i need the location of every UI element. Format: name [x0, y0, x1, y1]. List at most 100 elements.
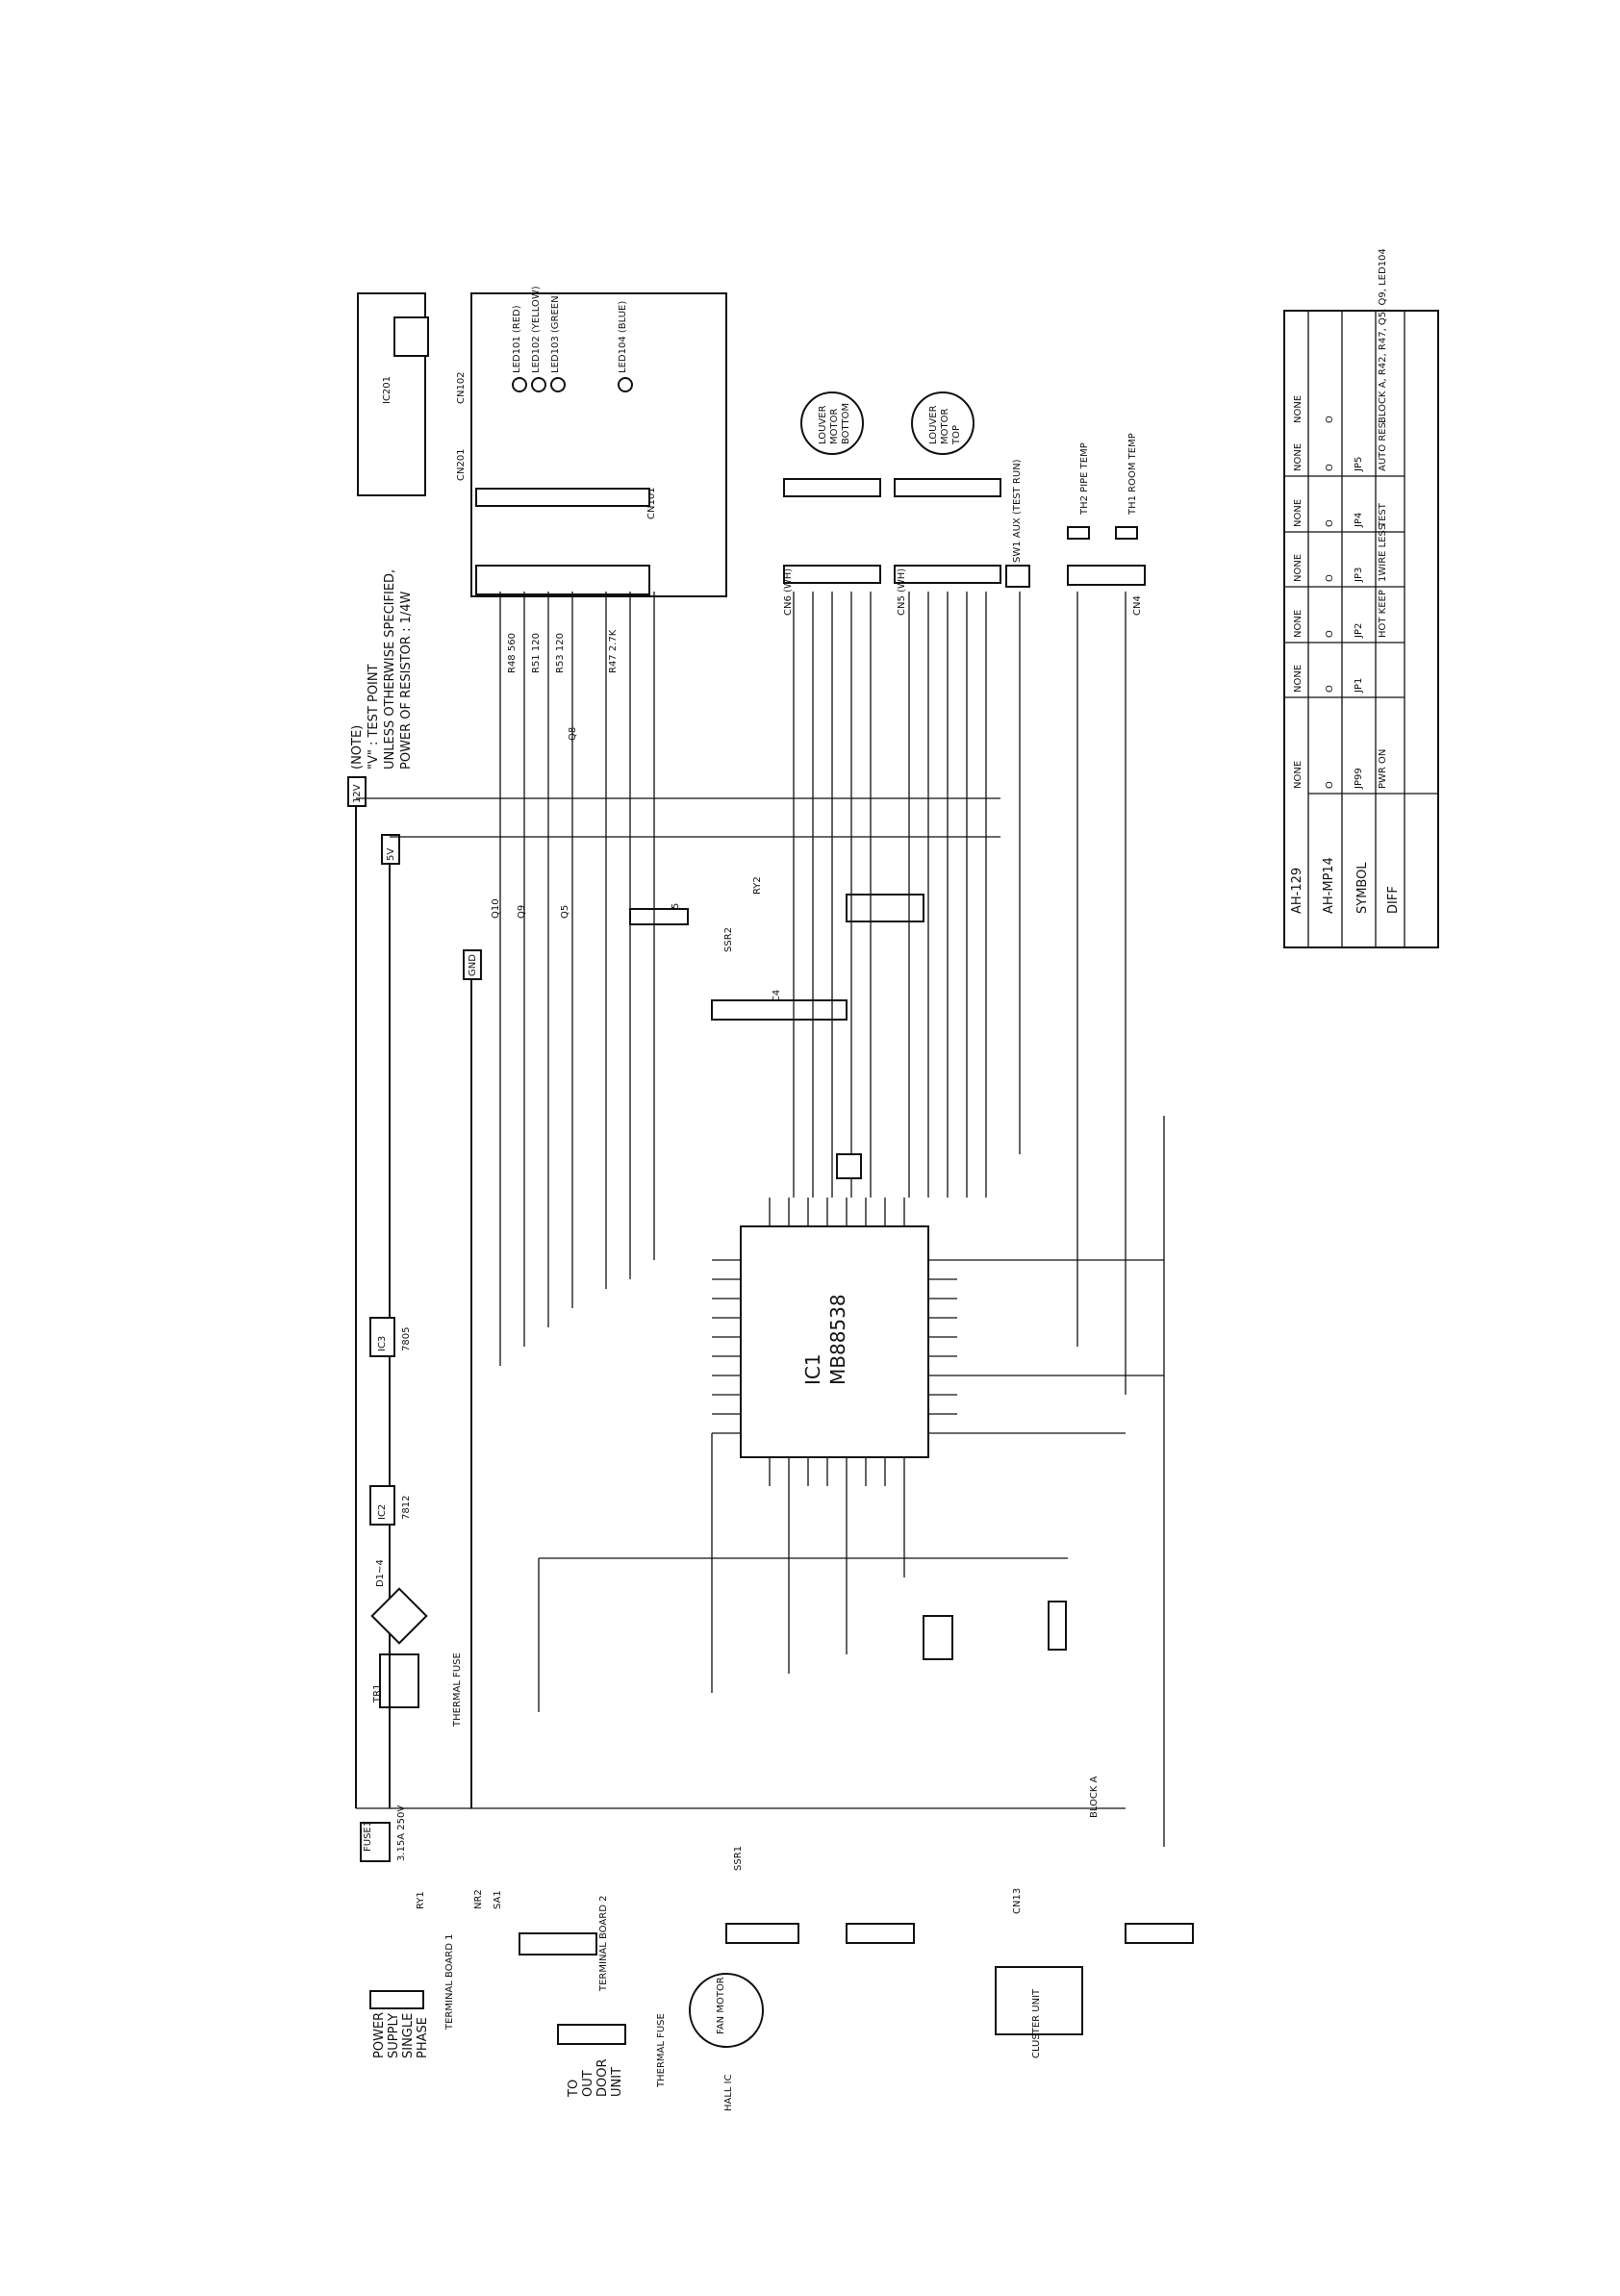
power-supply-label: SINGLE [401, 2013, 416, 2058]
table-o-b: O [1325, 416, 1335, 423]
notes-line: POWER OF RESISTOR : 1/4W [399, 591, 414, 770]
table-col: NONE O JP2 HOT KEEP [1293, 590, 1388, 639]
dip-switch [846, 894, 924, 922]
ic1-ref: IC1 [801, 1353, 824, 1385]
led-drivers: R48 560 R51 120 R53 120 R47 2.7K Q8 Q10 … [491, 629, 924, 1021]
ic1-part: MB88538 [826, 1294, 849, 1385]
sensor-group: SW1 AUX (TEST RUN) TH2 PIPE TEMP TH1 ROO… [1005, 433, 1146, 616]
cell: NONE [1293, 761, 1304, 789]
switch-label: SA1 [493, 1890, 503, 1909]
cell: HOT KEEP [1378, 590, 1388, 638]
table-diff-label: DIFF [1386, 886, 1401, 914]
table-diff-items: BLOCK A, R42, R47, Q5, Q9, LED104 [1378, 248, 1388, 423]
aux-switch-icon [1005, 565, 1030, 588]
rail-gnd-label: GND [468, 954, 478, 976]
fan-motor-icon [689, 1973, 764, 2048]
fuse-label: FUSE1 [363, 1821, 373, 1852]
oscillator-body [1048, 1601, 1067, 1651]
reg-a-ref: IC2 [377, 1504, 388, 1520]
resistor-label: R48 560 [507, 633, 518, 673]
thermistor-icon [1115, 526, 1138, 540]
led-icon [618, 377, 633, 392]
rail-5v-label: 5V [386, 848, 396, 861]
power-supply-label: POWER [372, 2012, 387, 2058]
regulators: IC2 7812 IC3 7805 [369, 1317, 412, 1526]
notes-line: "V" : TEST POINT [367, 664, 381, 770]
receiver-board-outline [357, 292, 426, 496]
cluster-unit-icon [995, 1966, 1083, 2035]
power-supply-label: PHASE [416, 2017, 430, 2058]
cell: JP3 [1354, 568, 1364, 583]
cell: O [1325, 685, 1335, 693]
cell: O [1325, 464, 1335, 471]
signal-bus [356, 592, 1165, 1847]
louver-motor-bottom: LOUVER MOTOR BOTTOM CN6 (WH) [783, 391, 881, 616]
aux-ics [836, 1153, 1067, 1660]
receiver-conn-label: CN201 [456, 448, 467, 481]
cell: PWR ON [1378, 749, 1388, 789]
th1-label: TH1 ROOM TEMP [1127, 433, 1138, 516]
regulator-7812 [369, 1485, 395, 1526]
motor-icon [800, 391, 864, 455]
cell: JP99 [1354, 768, 1364, 790]
cluster-section: CLUSTER UNIT CN13 BLOCK A [995, 1776, 1194, 2058]
fan-motor-label: FAN MOTOR [716, 1977, 726, 2034]
cell: NONE [1293, 665, 1304, 693]
table-col: NONE O JP3 1WIRE LESS [1293, 524, 1388, 583]
reg-a-part: 7812 [401, 1496, 412, 1520]
table-col: NONE O JP5 AUTO RES. [1293, 419, 1388, 472]
reg-b-part: 7805 [401, 1327, 412, 1351]
th2-label: TH2 PIPE TEMP [1079, 442, 1090, 516]
crystal-body [836, 1153, 862, 1179]
cell: JP2 [1354, 623, 1364, 639]
motor-icon [911, 391, 975, 455]
ic4-body [711, 999, 848, 1021]
cn102-label: CN102 [456, 371, 467, 404]
cell: O [1325, 574, 1335, 582]
rectifier-transformer: D1~4 TR1 THERMAL FUSE [370, 1559, 463, 1728]
power-input: POWER SUPPLY SINGLE PHASE TERMINAL BOARD… [360, 1805, 626, 2098]
options-table: AH-129 AH-MP14 SYMBOL DIFF NONE O JP99 P… [1283, 248, 1439, 948]
louver-motor-top: LOUVER MOTOR TOP CN5 (WH) [894, 391, 1001, 616]
display-conn-label: CN101 [646, 487, 657, 519]
terminal-board-2 [557, 2024, 626, 2045]
display-leds: LED101 (RED) LED102 (YELLOW) LED103 (GRE… [512, 286, 633, 392]
transistor-label: Q5 [560, 905, 570, 919]
louver-label: BOTTOM [841, 403, 851, 444]
hall-ic-label: HALL IC [723, 2074, 734, 2111]
louver-conn: CN6 (WH) [783, 568, 794, 616]
relay-label: RY2 [752, 876, 763, 895]
bridge-rectifier-icon [370, 1587, 428, 1645]
notes-heading: (NOTE) [350, 725, 365, 770]
cluster-conn-label: CN13 [1012, 1888, 1023, 1914]
terminal-board-1-label: TERMINAL BOARD 1 [444, 1934, 455, 2031]
led-icon [550, 377, 566, 392]
cluster-label: CLUSTER UNIT [1031, 1988, 1042, 2058]
to-outdoor-label: OUT [581, 2070, 595, 2097]
louver-label: TOP [951, 425, 962, 445]
ic5-body [629, 908, 689, 925]
terminal-board-2-label: TERMINAL BOARD 2 [598, 1896, 609, 1992]
thermistor-icon [1067, 526, 1090, 540]
fuse-rating: 3.15A 250V [396, 1805, 407, 1861]
ic-label: IC4 [772, 990, 782, 1005]
cell: NONE [1293, 610, 1304, 638]
connector-cn10 [475, 565, 650, 595]
ssr1-label: SSR1 [733, 1846, 744, 1871]
led-label: LED103 (GREEN) [550, 291, 561, 373]
transformer-icon [379, 1653, 419, 1708]
table-col: NONE O JP99 PWR ON [1293, 749, 1388, 790]
led-label: LED104 (BLUE) [618, 301, 628, 373]
cell: O [1325, 781, 1335, 789]
cell: NONE [1293, 554, 1304, 582]
fan-motor-section: FAN MOTOR THERMAL FUSE HALL IC SSR1 [656, 1846, 915, 2111]
cell: TEST [1378, 502, 1388, 528]
table-model-b: AH-MP14 [1322, 857, 1336, 914]
transistor-label: Q9 [517, 905, 527, 919]
rail-12v-label: 12V [352, 784, 363, 803]
ic1-mb88538 [740, 1225, 929, 1458]
table-model-a: AH-129 [1290, 868, 1304, 914]
varistor-label: NR2 [473, 1889, 484, 1909]
